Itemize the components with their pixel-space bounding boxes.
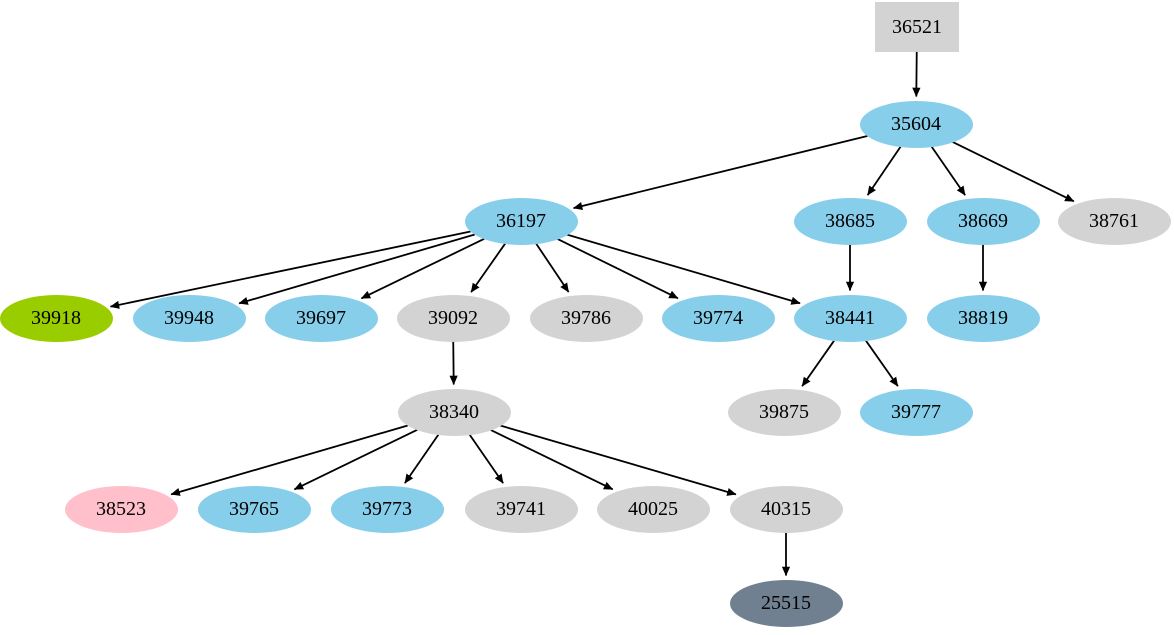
graph-edge-36197-to-39774 xyxy=(557,238,679,300)
graph-edge-36197-to-39918 xyxy=(109,230,471,309)
graph-edge-38340-to-39765 xyxy=(293,429,418,491)
graph-node-label: 38685 xyxy=(825,210,875,232)
graph-node-label: 38819 xyxy=(958,307,1008,329)
graph-node-35604[interactable]: 35604 xyxy=(859,100,973,148)
graph-edge-36197-to-39786 xyxy=(535,243,570,293)
graph-node-38340[interactable]: 38340 xyxy=(397,388,511,436)
graph-edge-38340-to-40025 xyxy=(490,429,614,491)
graph-node-label: 39875 xyxy=(759,401,809,423)
graph-node-label: 36197 xyxy=(496,210,546,232)
graph-edge-35604-to-38761 xyxy=(952,141,1075,203)
graph-node-38761[interactable]: 38761 xyxy=(1057,197,1171,245)
graph-node-39918[interactable]: 39918 xyxy=(0,294,113,342)
graph-node-40315[interactable]: 40315 xyxy=(729,485,843,533)
graph-node-label: 39774 xyxy=(693,307,743,329)
graph-node-39741[interactable]: 39741 xyxy=(464,485,578,533)
graph-node-39697[interactable]: 39697 xyxy=(264,294,378,342)
graph-edge-38340-to-40315 xyxy=(499,424,737,496)
graph-edge-36197-to-39697 xyxy=(360,238,485,300)
graph-node-39786[interactable]: 39786 xyxy=(529,294,643,342)
graph-edge-35604-to-38669 xyxy=(930,146,966,196)
graph-node-39875[interactable]: 39875 xyxy=(727,388,841,436)
graph-node-39765[interactable]: 39765 xyxy=(197,485,311,533)
graph-node-40025[interactable]: 40025 xyxy=(596,485,710,533)
graph-node-label: 39765 xyxy=(229,498,279,520)
graph-node-36197[interactable]: 36197 xyxy=(464,197,578,245)
graph-node-25515[interactable]: 25515 xyxy=(729,579,843,627)
graph-edge-38441-to-39777 xyxy=(865,340,899,387)
graph-node-label: 39777 xyxy=(891,401,941,423)
graph-edge-38441-to-39875 xyxy=(801,340,835,387)
graph-node-39774[interactable]: 39774 xyxy=(661,294,775,342)
graph-node-39948[interactable]: 39948 xyxy=(132,294,246,342)
graph-node-label: 25515 xyxy=(761,592,811,614)
graph-edge-36197-to-39092 xyxy=(470,243,506,293)
graph-node-label: 40315 xyxy=(761,498,811,520)
graph-node-38819[interactable]: 38819 xyxy=(926,294,1040,342)
graph-node-label: 39697 xyxy=(296,307,346,329)
graph-node-38523[interactable]: 38523 xyxy=(64,485,178,533)
graph-node-label: 40025 xyxy=(628,498,678,520)
graph-edge-35604-to-38685 xyxy=(866,146,902,196)
graph-node-label: 38523 xyxy=(96,498,146,520)
graph-node-38685[interactable]: 38685 xyxy=(793,197,907,245)
graph-edge-36197-to-38441 xyxy=(566,233,801,305)
graph-node-39777[interactable]: 39777 xyxy=(859,388,973,436)
graph-node-38669[interactable]: 38669 xyxy=(926,197,1040,245)
graph-edge-38340-to-38523 xyxy=(170,424,408,496)
graph-node-label: 39948 xyxy=(164,307,214,329)
graph-node-label: 39918 xyxy=(31,307,81,329)
graph-node-label: 36521 xyxy=(892,16,942,38)
graph-node-39773[interactable]: 39773 xyxy=(330,485,444,533)
graph-node-label: 38441 xyxy=(825,307,875,329)
graph-node-label: 38340 xyxy=(429,401,479,423)
graph-node-label: 38669 xyxy=(958,210,1008,232)
graph-node-label: 35604 xyxy=(891,113,941,135)
graph-edge-36197-to-39948 xyxy=(238,233,476,305)
graph-node-36521[interactable]: 36521 xyxy=(875,2,959,52)
graph-node-label: 39786 xyxy=(561,307,611,329)
graph-node-label: 38761 xyxy=(1089,210,1139,232)
graph-node-label: 39741 xyxy=(496,498,546,520)
graph-edge-38340-to-39741 xyxy=(468,434,504,484)
graph-edge-38340-to-39773 xyxy=(404,434,440,484)
graph-node-38441[interactable]: 38441 xyxy=(793,294,907,342)
graph-node-label: 39092 xyxy=(428,307,478,329)
graph-edge-35604-to-36197 xyxy=(572,135,868,211)
graph-node-39092[interactable]: 39092 xyxy=(396,294,510,342)
graph-node-label: 39773 xyxy=(362,498,412,520)
